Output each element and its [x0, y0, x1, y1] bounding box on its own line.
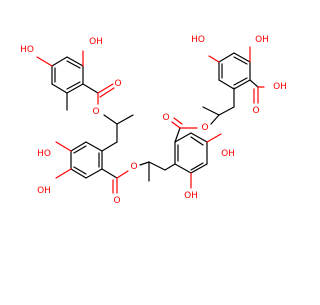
label-ring-d-acid-carbonyl-oxygen: O	[252, 106, 259, 116]
label-ring-d-para-hydroxyl: HO	[191, 35, 205, 45]
label-ring-b-para-hydroxyl: HO	[37, 149, 51, 159]
bond-ring-b-para-hydroxyl	[55, 141, 72, 152]
bond-ring-b-to-carbonyl	[101, 168, 118, 179]
label-ring-c-ortho-hydroxyl: OH	[221, 149, 235, 159]
label-ring-d-ortho-hydroxyl: OH	[255, 35, 269, 45]
bond-ring-a-to-carbonyl	[82, 83, 99, 94]
linker-a	[103, 114, 118, 125]
label-ring-b-carbonyl-oxygen: O	[113, 196, 120, 206]
bond-ring-c-to-carbonyl	[174, 127, 181, 143]
label-ring-a-ester-oxygen: O	[92, 107, 99, 117]
ring-d	[218, 52, 251, 90]
label-ring-d-acid-hydroxyl: OH	[273, 82, 287, 92]
label-ring-b-ortho-hydroxyl: OH	[37, 186, 51, 196]
bond-ring-d-to-acid	[249, 79, 259, 88]
bond-ring-d-para-hydroxyl	[208, 55, 220, 63]
bond-ring-c-carbonyl-double	[171, 121, 181, 129]
label-ring-c-ester-oxygen: O	[201, 123, 208, 133]
ring-c	[174, 132, 208, 174]
ring-a	[51, 56, 84, 94]
label-ring-b-ester-oxygen: O	[130, 162, 137, 172]
bond-ring-a-carbonyl-double	[97, 83, 114, 94]
label-ring-a-ortho-hydroxyl: OH	[89, 37, 103, 47]
ring-b	[70, 141, 103, 179]
bond-ring-c-ortho-hydroxyl	[206, 133, 222, 143]
bond-ring-b-ester	[116, 170, 129, 179]
linker-b	[139, 161, 150, 166]
linker-a-methyl	[116, 114, 134, 125]
label-ring-a-para-hydroxyl: HO	[20, 45, 34, 55]
label-ring-c-para-hydroxyl: OH	[184, 191, 198, 201]
molecule-drawing: HO OH O O HO OH O O	[20, 35, 287, 206]
bond-ring-b-ortho-hydroxyl	[55, 168, 72, 179]
label-ring-a-carbonyl-oxygen: O	[114, 79, 121, 89]
linker-c	[210, 114, 220, 125]
label-ring-c-carbonyl-oxygen: O	[162, 113, 169, 123]
bond-ring-a-para-hydroxyl	[36, 56, 53, 67]
structural-formula: HO OH O O HO OH O O	[20, 35, 287, 206]
